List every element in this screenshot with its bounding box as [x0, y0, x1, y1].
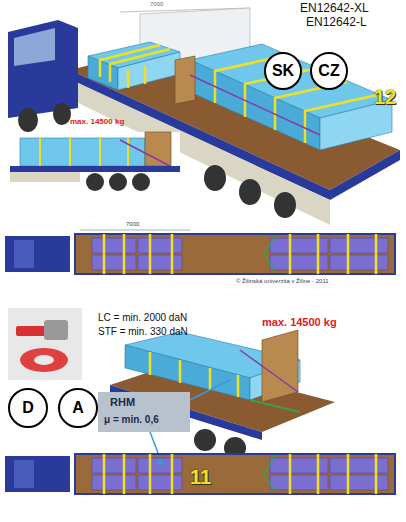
weight-limit: max. 14500 kg: [262, 316, 337, 328]
friction-coefficient: μ = min. 0,6: [104, 414, 159, 425]
country-code: D: [22, 399, 34, 417]
country-code: SK: [272, 62, 294, 80]
country-badge: SK: [264, 52, 302, 90]
country-badge: D: [8, 388, 48, 428]
country-badge: A: [58, 388, 98, 428]
weight-limit: max. 14500 kg: [70, 118, 124, 127]
country-code: A: [72, 399, 84, 417]
lashing-capacity: LC = min. 2000 daN: [98, 312, 187, 323]
standard-code: EN12642-XL: [300, 2, 369, 15]
callout-number: 11: [190, 466, 211, 488]
copyright-note: © Žilinská univerzita v Žiline - 2011: [236, 278, 329, 285]
dimension: 7000: [126, 221, 139, 228]
country-badge: CZ: [310, 52, 348, 90]
dimension: 7000: [150, 1, 163, 8]
country-code: CZ: [318, 62, 339, 80]
callout-number: 12: [374, 86, 396, 108]
friction-mat: RHM: [110, 396, 135, 408]
standard-code: EN12642-L: [306, 16, 367, 29]
tension-force: STF = min. 330 daN: [98, 326, 188, 337]
